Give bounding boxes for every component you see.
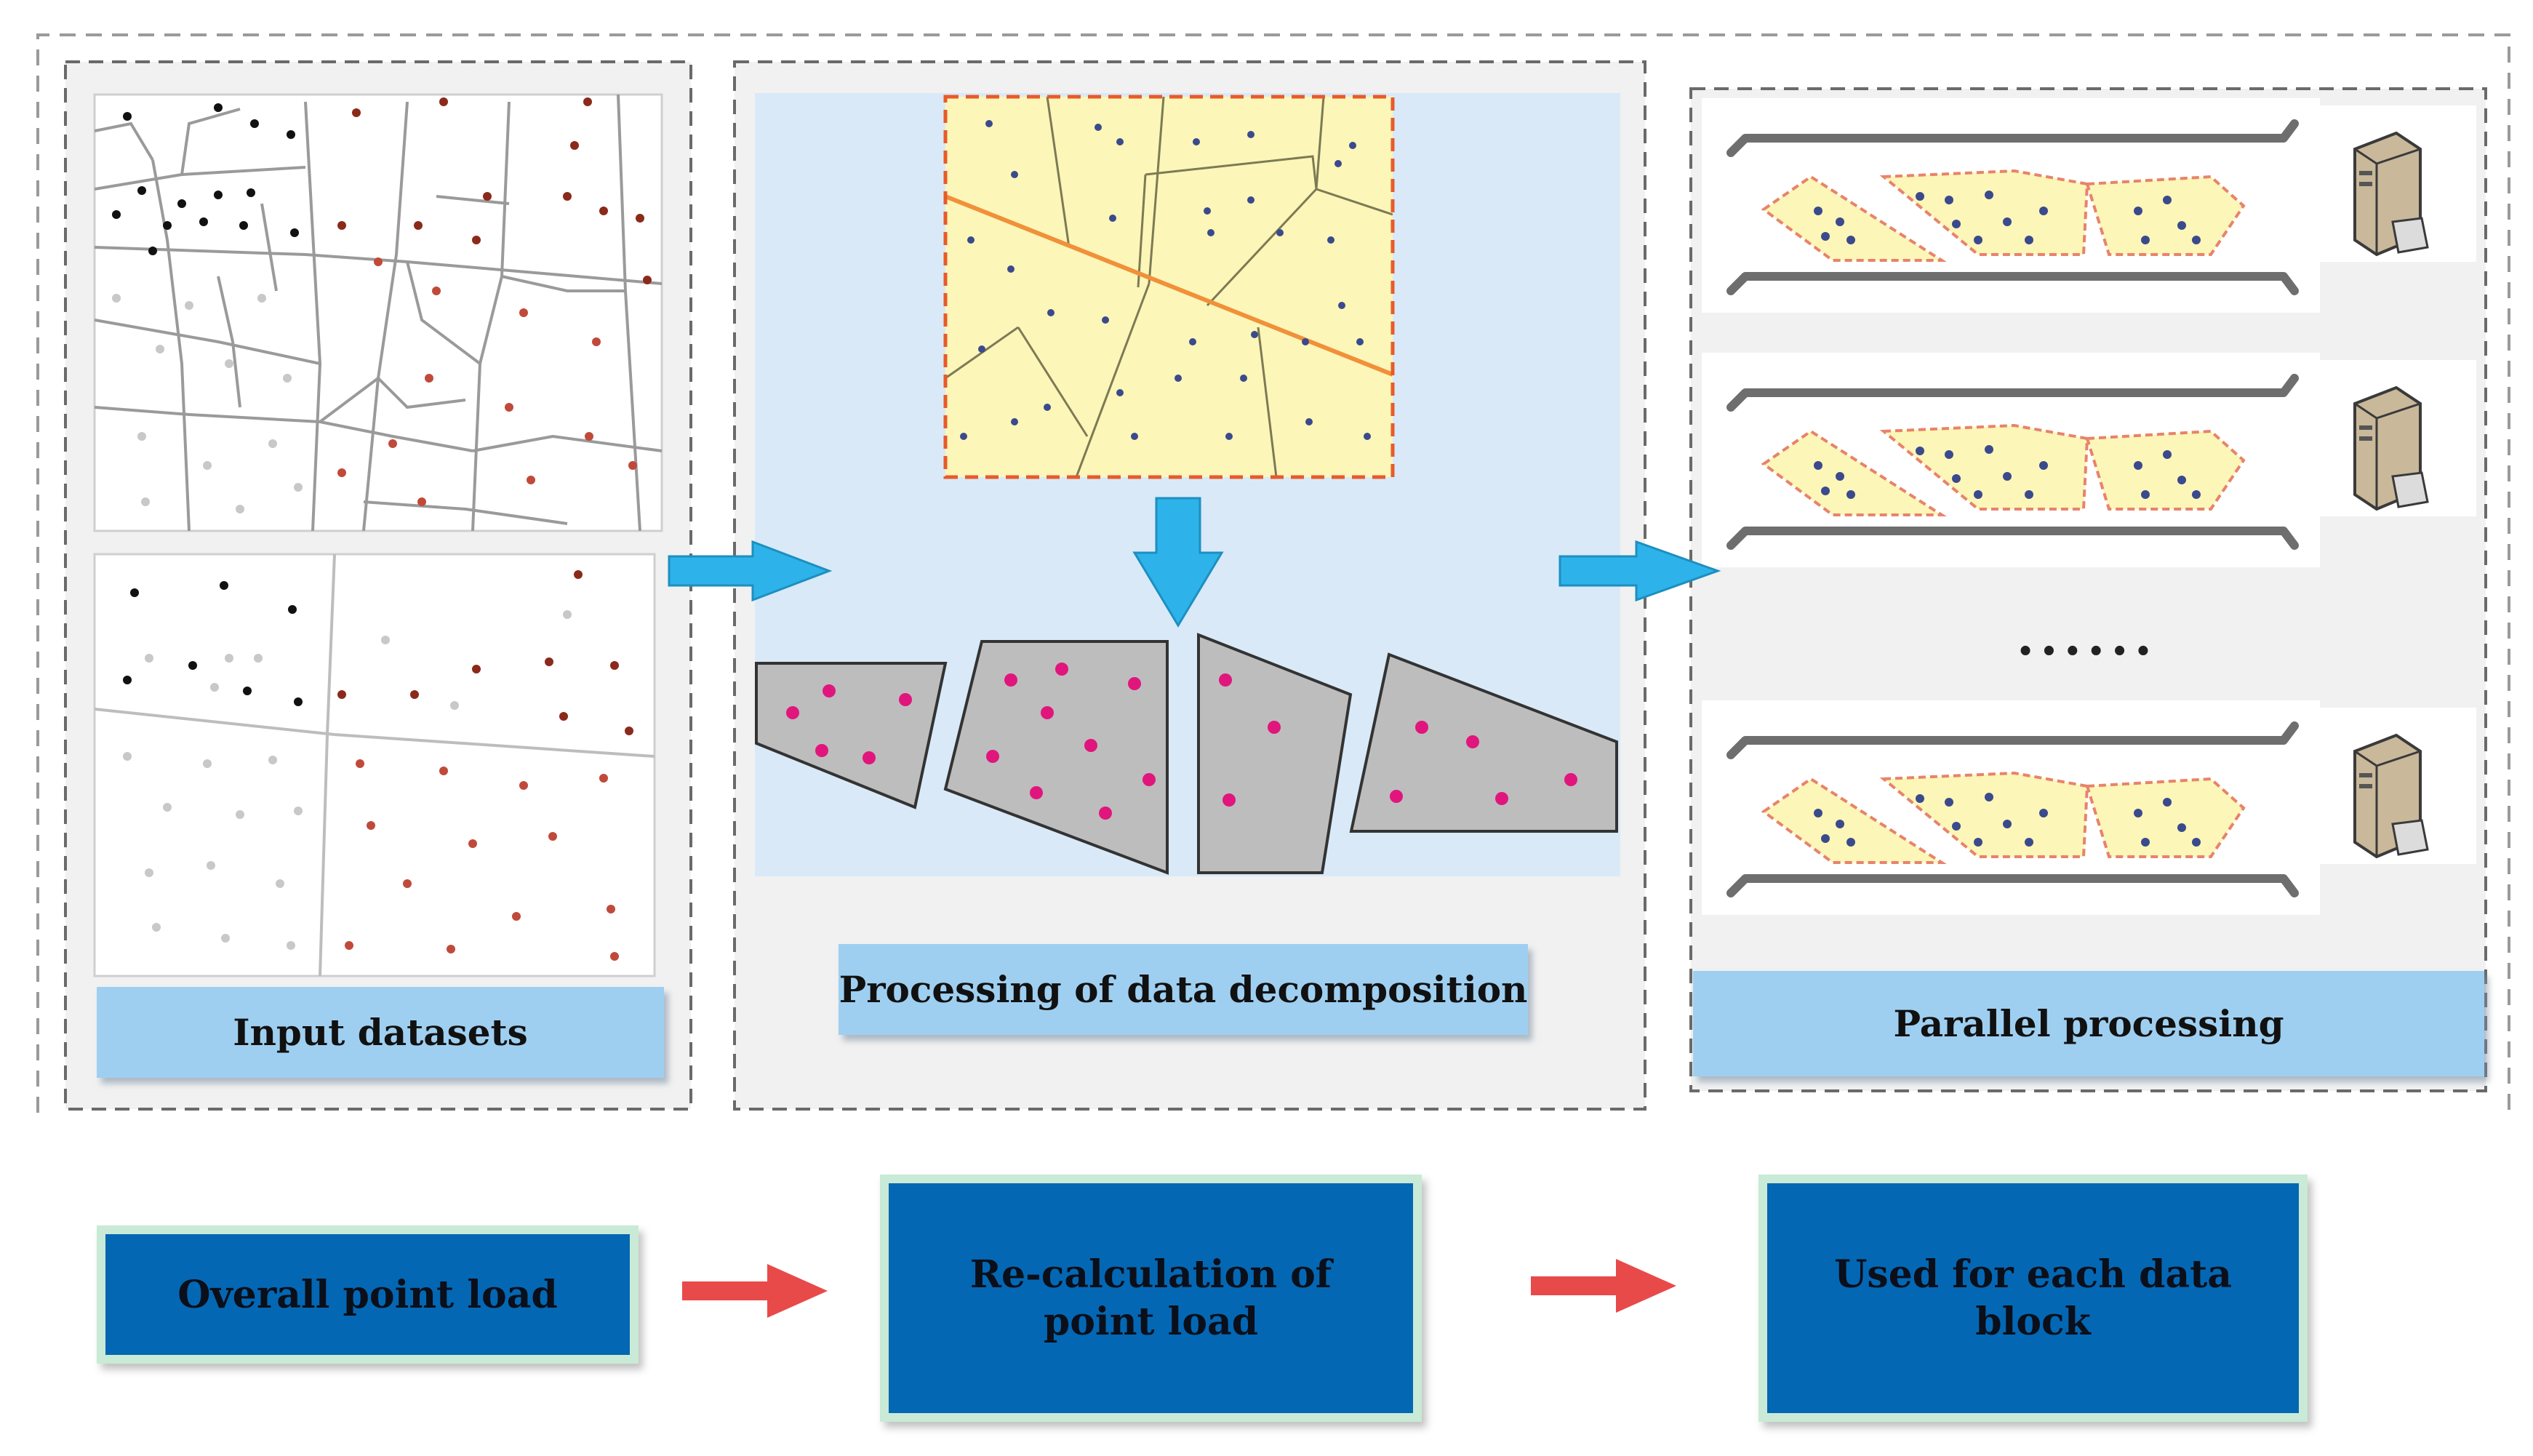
sub-block-3 — [2085, 175, 2246, 256]
input-datasets-panel — [64, 60, 692, 1111]
sub-block-1 — [1761, 777, 1947, 864]
map-points-top — [112, 97, 652, 513]
sub-block-1 — [1761, 429, 1947, 516]
ellipsis: ...... — [2017, 607, 2158, 667]
arrow-right-icon — [1531, 1259, 1676, 1313]
sub-block-2 — [1879, 771, 2089, 858]
sub-block-3 — [2085, 777, 2246, 858]
server-icon — [2353, 131, 2429, 257]
partition-points — [960, 120, 1371, 440]
processing-lane-2 — [1702, 353, 2476, 567]
sub-block-1 — [1761, 175, 1947, 262]
decomposition-panel — [733, 60, 1646, 1111]
processing-lane-3 — [1702, 700, 2476, 915]
arrow-right-icon — [1558, 540, 1721, 602]
recalculation-box: Re-calculation of point load — [880, 1175, 1422, 1422]
point-distribution-map — [93, 553, 656, 977]
partition-boundary-line — [945, 194, 1393, 377]
sub-block-2 — [1879, 169, 2089, 256]
arrow-right-icon — [682, 1264, 828, 1318]
data-block-1 — [755, 662, 948, 809]
server-icon — [2353, 733, 2429, 859]
map-points-bottom — [123, 570, 633, 961]
outer-frame — [36, 33, 2510, 1113]
voronoi-partition — [943, 95, 1395, 479]
arrow-down-icon — [1132, 497, 1224, 628]
each-data-block-box: Used for each data block — [1758, 1175, 2308, 1422]
decomposition-label: Processing of data decomposition — [839, 944, 1528, 1035]
processing-lane-1 — [1702, 98, 2476, 313]
data-blocks — [755, 633, 1618, 875]
parallel-processing-panel: ...... — [1689, 87, 2487, 1092]
parallel-processing-label: Parallel processing — [1693, 971, 2484, 1076]
sub-block-3 — [2085, 429, 2246, 511]
data-block-4 — [1349, 652, 1618, 833]
data-block-3 — [1197, 633, 1353, 874]
server-icon — [2353, 385, 2429, 511]
overall-point-load-box: Overall point load — [97, 1225, 639, 1364]
arrow-right-icon — [668, 540, 833, 602]
data-block-2 — [943, 640, 1169, 875]
road-network-map — [93, 93, 663, 532]
sub-block-2 — [1879, 423, 2089, 511]
input-datasets-label: Input datasets — [97, 987, 664, 1078]
